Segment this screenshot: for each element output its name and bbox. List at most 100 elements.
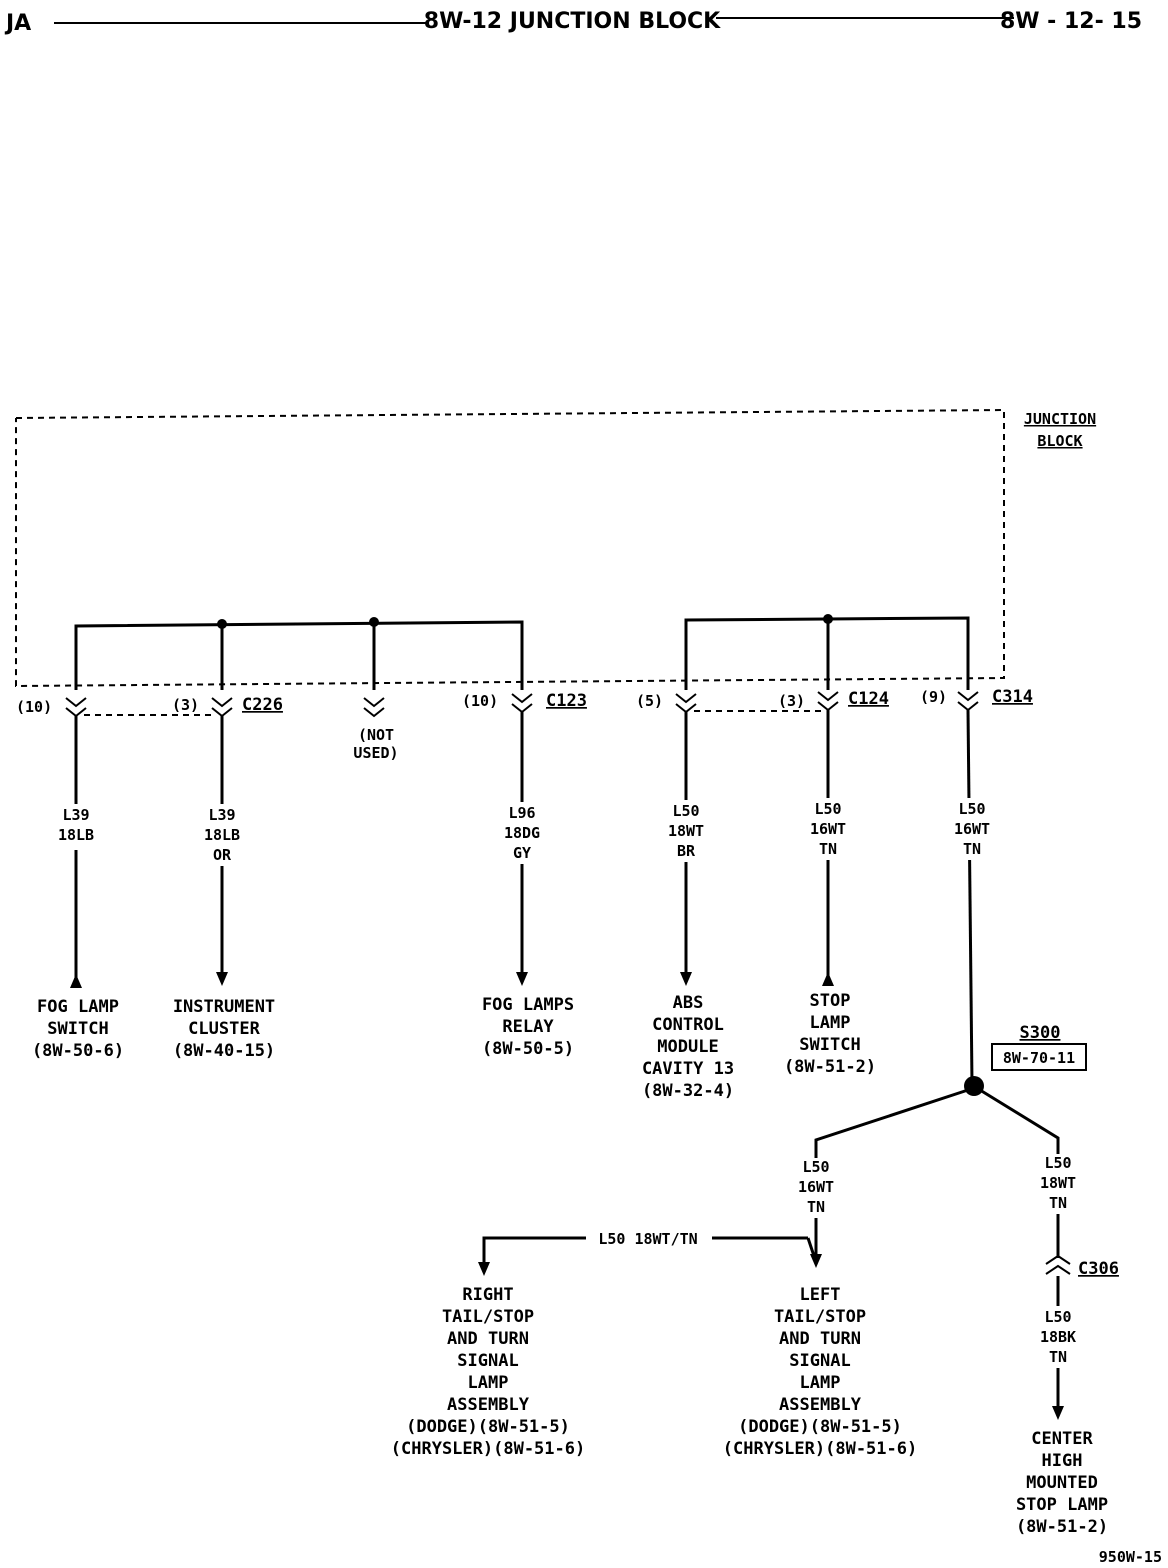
- pin-fog-relay: (10): [462, 692, 498, 710]
- dest-left-tail-line2: TAIL/STOP: [774, 1307, 866, 1327]
- dest-right-tail-line3: AND TURN: [447, 1329, 529, 1349]
- terminal-fog-switch-icon: [65, 697, 87, 718]
- connector-c314: C314: [992, 687, 1033, 707]
- not-used-label-line2: USED): [353, 744, 398, 762]
- internal-bus-right: [684, 614, 970, 690]
- header-page-number: 8W - 12- 15: [1000, 9, 1142, 34]
- splice-name: S300: [1020, 1023, 1061, 1043]
- wire-label-c306-out: L50 18BK TN: [1032, 1306, 1084, 1368]
- wire-label-splice-left: L50 16WT TN: [790, 1158, 842, 1218]
- arrow-up-fog-switch-icon: [70, 974, 82, 988]
- wire-fog-switch-circuit: L39: [62, 806, 89, 824]
- header-left-code: JA: [4, 11, 31, 36]
- dest-chmsl-line4: STOP LAMP: [1016, 1495, 1108, 1515]
- terminal-abs-icon: [675, 693, 697, 714]
- dest-left-tail-line5: LAMP: [800, 1373, 841, 1393]
- dest-right-tail-line7: (DODGE)(8W-51-5): [406, 1417, 570, 1437]
- wire-c314-circuit: L50: [958, 800, 985, 818]
- wire-stop-switch-circuit: L50: [814, 800, 841, 818]
- wire-c314-gauge: 16WT: [954, 820, 990, 838]
- pin-c314: (9): [920, 688, 947, 706]
- internal-bus-left: [74, 617, 524, 690]
- wire-splice-right-branch: [979, 1088, 1060, 1258]
- wire-cluster-gauge: 18LB: [204, 826, 240, 844]
- wire-label-cluster: L39 18LB OR: [196, 804, 248, 866]
- wire-c306-out-tracer: TN: [1049, 1348, 1067, 1366]
- dest-abs-line4: CAVITY 13: [642, 1059, 734, 1079]
- dest-right-tail-line8: (CHRYSLER)(8W-51-6): [391, 1439, 585, 1459]
- wire-cluster-tracer: OR: [213, 846, 232, 864]
- dest-right-tail-line6: ASSEMBLY: [447, 1395, 530, 1415]
- dest-stop-switch-line2: LAMP: [810, 1013, 851, 1033]
- dest-left-tail-line1: LEFT: [800, 1285, 841, 1305]
- not-used-label-line1: (NOT: [358, 726, 394, 744]
- dest-stop-switch-line4: (8W-51-2): [784, 1057, 876, 1077]
- wire-abs-gauge: 18WT: [668, 822, 704, 840]
- wire-abs-tracer: BR: [677, 842, 696, 860]
- wire-abs-circuit: L50: [672, 802, 699, 820]
- connector-c306: C306: [1078, 1259, 1119, 1279]
- dest-stop-switch-line1: STOP: [810, 991, 851, 1011]
- wire-fog-relay-circuit: L96: [508, 804, 535, 822]
- terminal-fog-relay-icon: [511, 693, 533, 714]
- dest-abs-line1: ABS: [673, 993, 704, 1013]
- arrow-down-fog-relay-icon: [516, 972, 528, 986]
- wire-label-fog-switch: L39 18LB: [50, 804, 102, 850]
- wire-c306-out-circuit: L50: [1044, 1308, 1071, 1326]
- arrow-up-stop-switch-icon: [822, 972, 834, 986]
- splice-s300: S300 8W-70-11: [964, 1023, 1087, 1096]
- dest-left-tail-line4: SIGNAL: [789, 1351, 850, 1371]
- arrow-down-cluster-icon: [216, 972, 228, 986]
- dest-right-tail-line5: LAMP: [468, 1373, 509, 1393]
- dest-fog-switch-line3: (8W-50-6): [32, 1041, 124, 1061]
- junction-block-label-line2: BLOCK: [1037, 432, 1082, 450]
- dest-right-tail-line1: RIGHT: [462, 1285, 513, 1305]
- wire-fog-switch-gauge: 18LB: [58, 826, 94, 844]
- connector-c123: C123: [546, 691, 587, 711]
- dest-left-tail-line8: (CHRYSLER)(8W-51-6): [723, 1439, 917, 1459]
- dest-chmsl-line5: (8W-51-2): [1016, 1517, 1108, 1537]
- pin-fog-switch: (10): [16, 698, 52, 716]
- dest-fog-switch-line2: SWITCH: [47, 1019, 108, 1039]
- wire-splice-left-tracer: TN: [807, 1198, 825, 1216]
- splice-ref-box: [991, 1043, 1087, 1071]
- wire-fog-relay-tracer: GY: [513, 844, 531, 862]
- wire-cluster-circuit: L39: [208, 806, 235, 824]
- dest-chmsl-line3: MOUNTED: [1026, 1473, 1098, 1493]
- page-header: JA 8W-12 JUNCTION BLOCK 8W - 12- 15: [4, 9, 1142, 36]
- pin-cluster: (3): [172, 696, 199, 714]
- wire-label-c314: L50 16WT TN: [944, 798, 1000, 860]
- dest-right-tail-line2: TAIL/STOP: [442, 1307, 534, 1327]
- dest-right-tail-line4: SIGNAL: [457, 1351, 518, 1371]
- wire-tail-bridge-drop: [806, 1237, 818, 1263]
- wire-stop-switch-gauge: 16WT: [810, 820, 846, 838]
- wire-c314-tracer: TN: [963, 840, 981, 858]
- pin-abs: (5): [636, 692, 663, 710]
- dest-chmsl-line1: CENTER: [1031, 1429, 1093, 1449]
- junction-block: JUNCTION BLOCK: [15, 408, 1096, 688]
- wire-label-abs: L50 18WT BR: [660, 800, 712, 862]
- connector-c306-symbol-icon: [1045, 1254, 1071, 1275]
- dest-cluster-line2: CLUSTER: [188, 1019, 260, 1039]
- header-title: 8W-12 JUNCTION BLOCK: [424, 9, 721, 34]
- arrow-down-abs-icon: [680, 972, 692, 986]
- bus-left-line: [74, 620, 524, 690]
- dest-fog-relay-line1: FOG LAMPS: [482, 995, 574, 1015]
- wire-label-stop-switch: L50 16WT TN: [802, 798, 854, 860]
- arrow-down-right-tail-icon: [478, 1262, 490, 1276]
- pin-stop-switch: (3): [778, 692, 805, 710]
- wire-splice-right-tracer: TN: [1049, 1194, 1067, 1212]
- arrow-down-chmsl-icon: [1052, 1406, 1064, 1420]
- dest-left-tail-line7: (DODGE)(8W-51-5): [738, 1417, 902, 1437]
- wire-c314-to-splice: [966, 709, 974, 1085]
- dest-left-tail-line3: AND TURN: [779, 1329, 861, 1349]
- wire-fog-relay-gauge: 18DG: [504, 824, 540, 842]
- dest-cluster-line3: (8W-40-15): [173, 1041, 275, 1061]
- dest-fog-switch-line1: FOG LAMP: [37, 997, 119, 1017]
- wire-splice-right-circuit: L50: [1044, 1154, 1071, 1172]
- tail-bridge-label-bg: [586, 1228, 712, 1248]
- dest-abs-line3: MODULE: [657, 1037, 718, 1057]
- wire-c306-out-gauge: 18BK: [1040, 1328, 1076, 1346]
- splice-ref: 8W-70-11: [1003, 1049, 1075, 1067]
